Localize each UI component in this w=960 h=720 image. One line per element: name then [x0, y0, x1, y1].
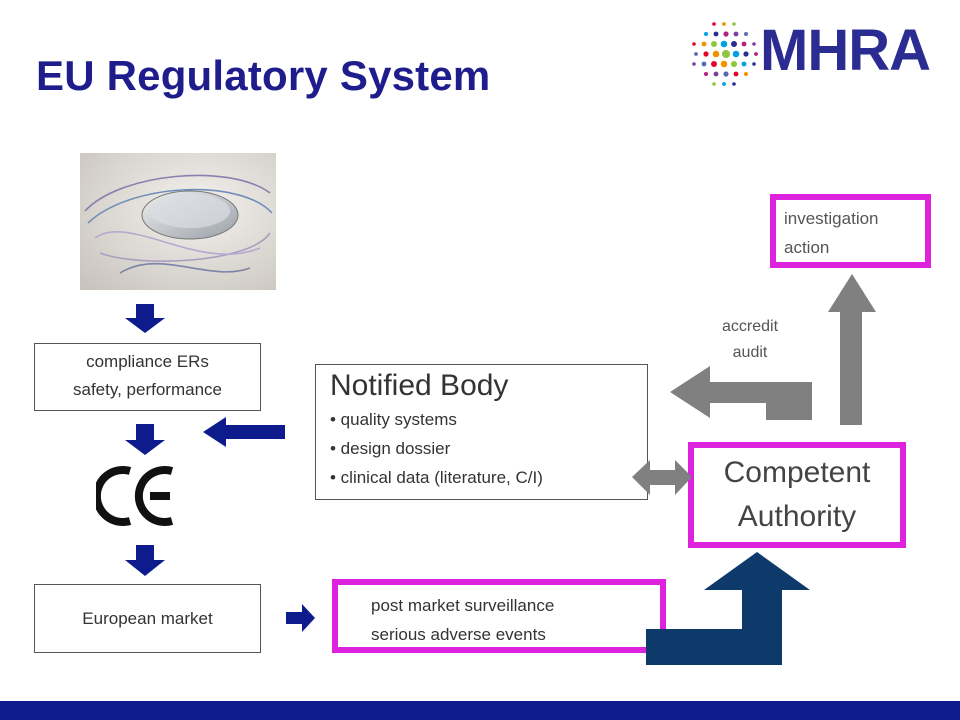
mhra-logo [686, 16, 936, 96]
notified-body-list: • quality systems • design dossier • cli… [330, 405, 647, 492]
logo-dot [712, 22, 716, 26]
logo-dots-icon [692, 22, 758, 86]
competent-authority-line-2: Authority [737, 500, 857, 533]
logo-dot [722, 82, 726, 86]
logo-dot [741, 41, 747, 47]
logo-dot [701, 61, 707, 67]
post-market-line-1: post market surveillance [371, 596, 555, 615]
competent-authority-line-1: Competent [723, 456, 871, 489]
logo-dot [730, 60, 738, 68]
logo-dot [692, 42, 696, 46]
arrow-right-market-to-postmarket [286, 604, 315, 632]
list-item: • clinical data (literature, C/I) [330, 468, 543, 487]
investigation-line-2: action [784, 238, 830, 257]
logo-dot [712, 50, 720, 58]
logo-dot [722, 22, 726, 26]
logo-dot [694, 52, 698, 56]
list-item: • design dossier [330, 439, 451, 458]
logo-dot [703, 71, 709, 77]
bottom-bar [0, 701, 960, 720]
arrow-authority-to-investigation [828, 274, 876, 425]
device-photo [80, 153, 276, 290]
notified-body-box: Notified Body • quality systems • design… [315, 364, 648, 500]
accredit-label: accredit [721, 318, 779, 335]
logo-dot [733, 31, 739, 37]
logo-dot [713, 31, 719, 37]
logo-dot [741, 61, 747, 67]
compliance-line-2: safety, performance [73, 380, 222, 399]
logo-dot [713, 71, 719, 77]
ce-mark-icon [92, 466, 174, 526]
competent-authority-box: Competent Authority [688, 442, 906, 548]
logo-dot [732, 22, 736, 26]
logo-dot [703, 51, 709, 57]
logo-dot [732, 82, 736, 86]
post-market-line-2: serious adverse events [371, 625, 546, 644]
post-market-box: post market surveillance serious adverse… [332, 579, 666, 653]
ce-mark [92, 465, 178, 527]
logo-dot [723, 31, 729, 37]
logo-dot [692, 62, 696, 66]
compliance-box: compliance ERs safety, performance [34, 343, 261, 411]
logo-dot [722, 50, 730, 58]
arrow-down-compliance-to-ce [125, 424, 165, 455]
implant-device-icon [80, 153, 276, 290]
logo-dot [752, 42, 756, 46]
logo-dot [732, 50, 740, 58]
audit-label: audit [732, 344, 768, 361]
logo-dot [743, 51, 749, 57]
logo-dot [701, 41, 707, 47]
european-market-label: European market [82, 609, 213, 628]
logo-dot [730, 40, 738, 48]
arrow-down-photo-to-compliance [125, 304, 165, 333]
notified-body-title: Notified Body [330, 369, 509, 402]
european-market-box: European market [34, 584, 261, 653]
logo-dot [703, 31, 709, 37]
arrow-down-ce-to-market [125, 545, 165, 576]
logo-dot [743, 71, 749, 77]
list-item: • quality systems [330, 410, 457, 429]
logo-dot [710, 40, 718, 48]
arrow-authority-to-nb [670, 366, 812, 420]
logo-text: MHRA [760, 18, 931, 83]
arrow-left-nb-to-compliance [203, 417, 285, 447]
logo-dot [712, 82, 716, 86]
logo-dot [743, 31, 749, 37]
page-title: EU Regulatory System [36, 52, 491, 99]
investigation-box: investigation action [770, 194, 931, 268]
arrow-postmarket-to-authority [646, 552, 810, 665]
compliance-line-1: compliance ERs [86, 352, 209, 371]
logo-dot [752, 62, 756, 66]
logo-dot [754, 52, 758, 56]
accredit-audit-label: accredit audit [700, 314, 800, 366]
logo-dot [723, 71, 729, 77]
logo-dot [720, 60, 728, 68]
logo-dot [720, 40, 728, 48]
logo-dot [733, 71, 739, 77]
logo-dot [710, 60, 718, 68]
investigation-line-1: investigation [784, 209, 879, 228]
